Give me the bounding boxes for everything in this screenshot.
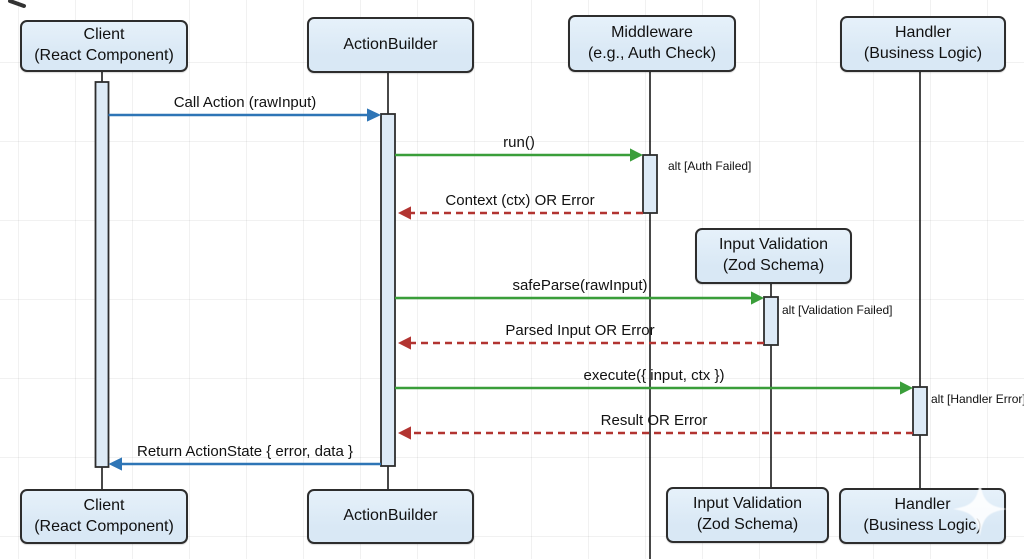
activation-bar-validation bbox=[763, 296, 779, 346]
alt-note-handler-error: alt [Handler Error] bbox=[931, 392, 1024, 406]
activation-bar-handler bbox=[912, 386, 928, 436]
message-label-context-or-error: Context (ctx) OR Error bbox=[445, 192, 595, 209]
message-arrow-context-or-error bbox=[398, 206, 643, 220]
activation-bar-client bbox=[94, 81, 110, 468]
corner-artifact-mark bbox=[8, 0, 26, 8]
actor-label: Input Validation bbox=[718, 236, 829, 254]
message-arrow-call-action bbox=[108, 108, 381, 122]
actor-sublabel: (Zod Schema) bbox=[722, 257, 825, 274]
actor-label: Client bbox=[83, 496, 125, 514]
message-label-return-actionstate: Return ActionState { error, data } bbox=[137, 443, 353, 460]
actor-sublabel: (Business Logic) bbox=[863, 517, 982, 534]
activation-bar-middleware bbox=[642, 154, 658, 214]
actor-sublabel: (Business Logic) bbox=[863, 45, 983, 62]
message-arrow-safeparse bbox=[395, 291, 764, 305]
message-label-run: run() bbox=[503, 134, 535, 151]
message-arrow-result-or-error bbox=[398, 426, 913, 440]
message-label-parsed-or-error: Parsed Input OR Error bbox=[505, 322, 655, 339]
message-label-result-or-error: Result OR Error bbox=[600, 412, 708, 429]
actor-label: Client bbox=[83, 26, 125, 44]
message-label-call-action: Call Action (rawInput) bbox=[173, 94, 317, 111]
actor-label: Input Validation bbox=[692, 495, 803, 513]
actor-box-actionbuilder-bottom: ActionBuilder bbox=[307, 489, 474, 544]
actor-box-handler-top: Handler (Business Logic) bbox=[840, 16, 1006, 72]
alt-note-validation-failed: alt [Validation Failed] bbox=[782, 303, 893, 317]
message-label-execute: execute({ input, ctx }) bbox=[583, 367, 725, 384]
actor-box-validation-created: Input Validation (Zod Schema) bbox=[695, 228, 852, 284]
message-arrow-execute bbox=[395, 381, 913, 395]
message-arrow-parsed-or-error bbox=[398, 336, 764, 350]
actor-label: Middleware bbox=[611, 23, 693, 41]
actor-label: Handler bbox=[894, 24, 952, 42]
message-label-safeparse: safeParse(rawInput) bbox=[512, 277, 648, 294]
actor-box-handler-bottom: Handler (Business Logic) bbox=[839, 488, 1006, 544]
actor-sublabel: (e.g., Auth Check) bbox=[587, 44, 717, 62]
message-arrow-run bbox=[395, 148, 643, 162]
actor-box-client-top: Client (React Component) bbox=[20, 20, 188, 72]
alt-note-auth-failed: alt [Auth Failed] bbox=[668, 159, 752, 173]
actor-sublabel: (Zod Schema) bbox=[696, 516, 799, 533]
actor-box-validation-bottom: Input Validation (Zod Schema) bbox=[666, 487, 829, 543]
actor-label: Handler bbox=[894, 496, 951, 514]
actor-label: ActionBuilder bbox=[343, 35, 438, 53]
actor-box-client-bottom: Client (React Component) bbox=[20, 489, 188, 544]
actor-label: ActionBuilder bbox=[343, 507, 438, 525]
message-arrow-return-actionstate bbox=[108, 457, 381, 471]
actor-box-actionbuilder-top: ActionBuilder bbox=[307, 17, 474, 73]
actor-sublabel: (React Component) bbox=[34, 47, 174, 64]
actor-sublabel: (React Component) bbox=[34, 517, 174, 535]
actor-box-middleware-top: Middleware (e.g., Auth Check) bbox=[568, 15, 736, 72]
activation-bar-actionbuilder bbox=[380, 113, 396, 467]
